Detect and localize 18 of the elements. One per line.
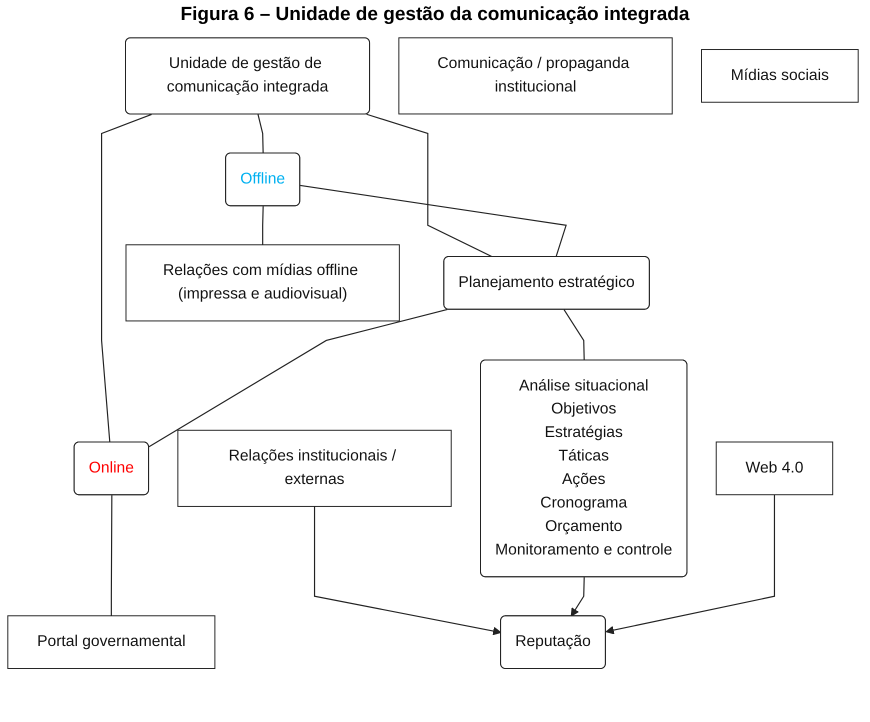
node-box: Comunicação / propaganda institucional bbox=[398, 37, 673, 114]
arrow bbox=[570, 577, 585, 617]
connector bbox=[148, 308, 448, 448]
figure-title: Figura 6 – Unidade de gestão da comunicação integrada bbox=[180, 4, 690, 26]
connector bbox=[257, 114, 264, 154]
connector bbox=[262, 206, 264, 245]
node-box: Relações com mídias offline (impressa e audiovisual) bbox=[126, 244, 400, 322]
connector bbox=[110, 495, 112, 616]
connector bbox=[366, 114, 493, 258]
connector bbox=[564, 309, 585, 360]
connector bbox=[101, 114, 152, 443]
node-box: Mídias sociais bbox=[701, 49, 859, 103]
node-box: Web 4.0 bbox=[716, 442, 834, 496]
node-box: Portal governamental bbox=[7, 615, 216, 669]
arrow bbox=[314, 506, 502, 636]
arrow bbox=[606, 494, 776, 634]
connector bbox=[300, 184, 567, 258]
node-box: Relações institucionais / externas bbox=[177, 430, 452, 507]
